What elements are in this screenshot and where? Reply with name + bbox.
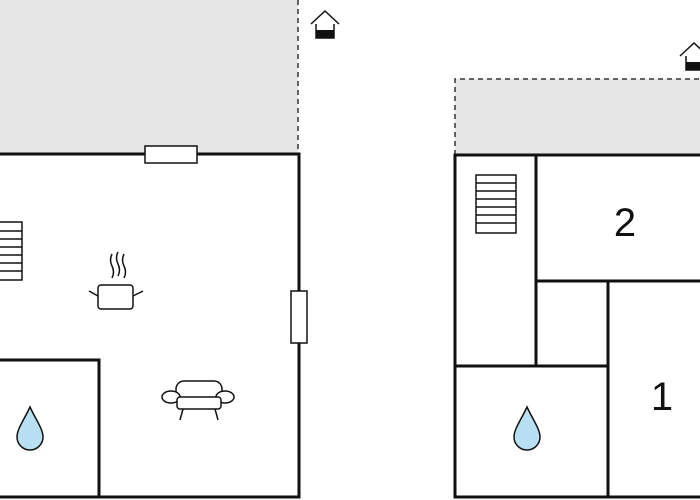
window-right bbox=[290, 290, 308, 344]
terrace-area bbox=[454, 78, 700, 155]
terrace-area bbox=[0, 0, 299, 154]
room-number-1: 1 bbox=[651, 375, 673, 419]
ground-floor-plan bbox=[0, 0, 340, 499]
interior-walls bbox=[455, 155, 700, 497]
staircase bbox=[475, 174, 517, 234]
house-icon bbox=[310, 9, 340, 39]
kitchen-pot-icon bbox=[88, 251, 144, 310]
sofa-icon bbox=[161, 380, 235, 421]
water-drop-icon bbox=[513, 405, 541, 451]
bathroom-room bbox=[0, 358, 101, 497]
staircase bbox=[0, 221, 23, 281]
room-number-2: 2 bbox=[614, 201, 636, 245]
water-drop-icon bbox=[16, 405, 44, 451]
outer-walls bbox=[0, 152, 301, 499]
window-top bbox=[144, 145, 198, 164]
upper-floor-plan: 2 1 bbox=[453, 41, 700, 499]
outer-walls bbox=[453, 153, 700, 499]
house-icon bbox=[679, 41, 700, 71]
